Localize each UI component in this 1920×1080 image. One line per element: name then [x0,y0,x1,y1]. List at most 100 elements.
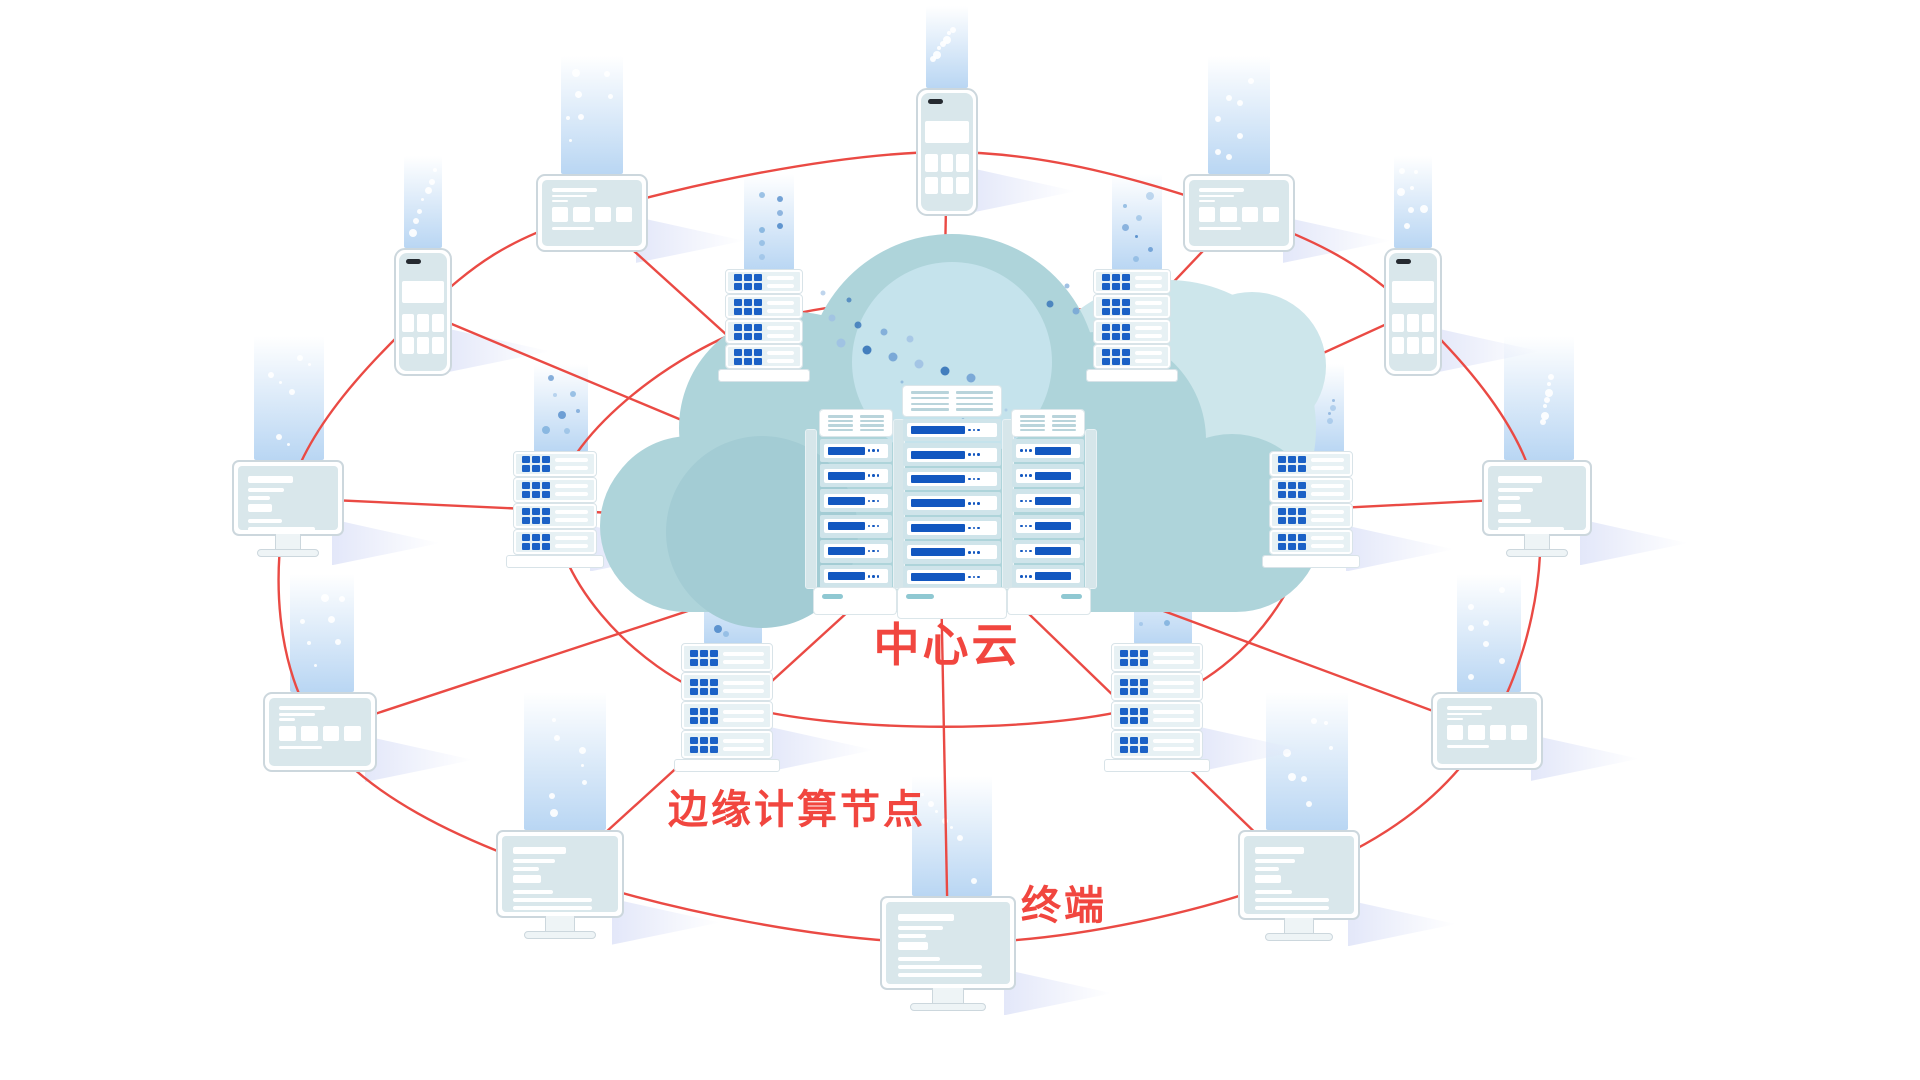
unit-line [1311,466,1344,470]
unit-labels [1153,680,1194,693]
led-square-icon [690,649,698,657]
content-tile [1198,207,1216,223]
led-square-icon [690,745,698,753]
rack-server-row [903,419,1001,442]
server-unit [681,730,773,759]
vent-column [859,415,884,431]
monitor-right-stand-neck [1523,534,1551,550]
tablet-bottom-right-screen [1437,698,1537,764]
status-dot-icon [968,428,971,432]
bubble-icon [297,354,304,361]
bubble-icon [565,116,570,121]
led-square-icon [1278,482,1286,489]
text-line [513,890,553,895]
edge-node-edge-left-data-beam [534,364,588,452]
app-tile [1421,314,1434,333]
data-dot-icon [1121,223,1129,231]
led-square-icon [1140,678,1148,686]
server-unit [1269,451,1353,477]
led-square-icon [1102,307,1110,315]
led-square-icon [754,273,762,281]
led-square-icon [1130,678,1138,686]
text-line [513,906,592,911]
status-dots [968,453,980,456]
data-dot-icon [1326,417,1333,424]
led-square-icon [1130,687,1138,695]
status-dot-icon [876,449,880,452]
led-square-icon [1140,649,1148,657]
unit-labels [555,536,588,548]
status-dot-icon [872,449,875,452]
unit-line [1135,350,1162,355]
data-dot-icon [723,630,730,637]
monitor-bottom-left-stand-neck [544,916,576,932]
led-square-icon [522,465,530,472]
status-dots [1020,474,1032,477]
status-dots [968,526,980,530]
led-square-icon [522,534,530,541]
status-dot-icon [977,526,980,530]
activity-bar [1034,547,1072,556]
monitor-bottom-right-stand-base [1264,933,1334,941]
unit-line [555,536,588,540]
vent-line [828,424,853,427]
data-dot-icon [1133,255,1139,262]
led-square-icon [1112,282,1120,290]
bubble-icon [1248,78,1255,85]
vent-line [828,419,853,422]
app-grid-row [402,314,444,333]
app-tile [956,154,970,173]
rack-server-pill [907,520,997,535]
data-dot-icon [1134,235,1138,239]
unit-line [767,300,794,305]
led-grid [690,649,718,666]
cloud-data-dot-icon [914,359,924,369]
led-square-icon [1122,282,1130,290]
led-grid [1278,482,1306,498]
led-square-icon [522,456,530,463]
led-square-icon [542,508,550,515]
bubble-icon [1498,657,1505,664]
activity-bar [911,499,966,508]
bubble-icon [409,228,418,237]
status-dot-icon [968,453,971,456]
server-unit [1111,643,1203,672]
status-dot-icon [977,551,980,554]
status-dot-icon [867,474,871,477]
text-line [247,495,271,500]
vent-line [911,402,949,406]
server-unit [1093,344,1171,369]
rack-server-row [1012,514,1084,538]
status-dot-icon [867,575,871,578]
bubble-icon [569,138,573,142]
content-tile [1220,207,1237,223]
rack-server-row [820,489,892,513]
bubble-icon [1467,674,1474,681]
content-tile [278,725,296,742]
led-square-icon [1102,357,1110,365]
status-dot-icon [876,524,880,528]
unit-line [767,325,794,330]
led-square-icon [1288,491,1296,498]
led-square-icon [1288,465,1296,472]
terminal-phone-right [1384,248,1442,376]
bubble-icon [1324,720,1329,725]
data-dot-icon [1146,192,1154,201]
rack-server-row [820,464,892,488]
text-line [513,867,540,872]
led-square-icon [754,282,762,290]
monitor-bottom-left-stand-base [524,931,596,939]
content-tile [551,207,569,223]
app-banner [924,121,970,143]
led-square-icon [522,482,530,489]
rack-server-row [1012,539,1084,563]
status-dots [1020,449,1032,452]
vent-line [1020,419,1045,422]
rack-server-row [903,443,1001,466]
led-square-icon [754,323,762,331]
led-square-icon [532,534,540,541]
led-square-icon [744,298,752,306]
led-square-icon [700,658,708,666]
unit-line [1135,325,1162,330]
status-dot-icon [876,474,880,477]
